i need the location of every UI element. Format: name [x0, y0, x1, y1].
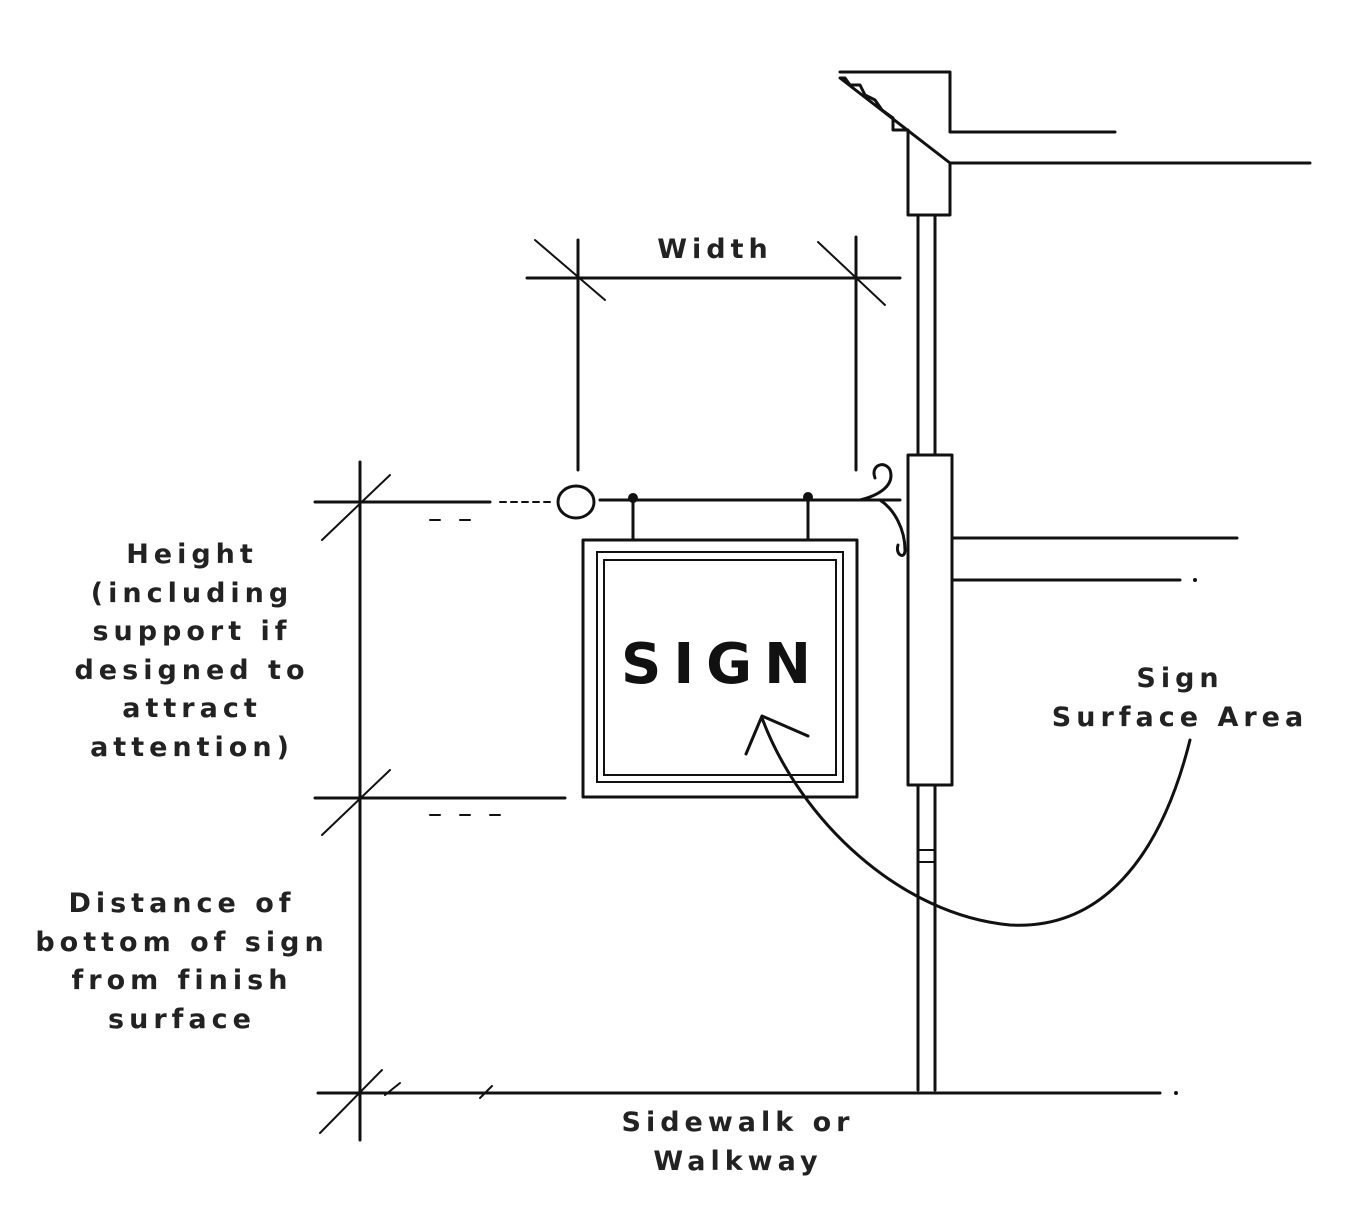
distance-label-line: from finish [72, 965, 293, 996]
distance-label-line: Distance of [68, 888, 295, 919]
height-label-line: support if [92, 616, 291, 647]
building-cornice [838, 70, 1312, 217]
width-label: Width [657, 234, 773, 265]
width-dimension: Width [525, 234, 902, 472]
distance-label-line: surface [108, 1004, 256, 1035]
surface-area-arrow [744, 714, 1192, 927]
height-label-line: Height [126, 539, 258, 570]
height-label-line: designed to [74, 655, 309, 686]
surface-label-line: Sign [1136, 663, 1223, 694]
sign-panel: SIGN [581, 538, 859, 799]
sign-text: SIGN [621, 632, 823, 697]
sign-post [906, 213, 954, 1092]
surface-area-label: Sign Surface Area [1052, 663, 1308, 733]
surface-label-line: Surface Area [1052, 702, 1308, 733]
ground-label: Sidewalk or Walkway [622, 1107, 855, 1177]
ground-label-line: Walkway [653, 1146, 822, 1177]
height-label-line: attention) [90, 732, 294, 763]
height-label-line: (including [91, 578, 293, 609]
height-label: Height (including support if designed to… [74, 539, 309, 763]
distance-label-line: bottom of sign [35, 927, 328, 958]
distance-label: Distance of bottom of sign from finish s… [35, 888, 328, 1035]
height-dimension [313, 460, 1178, 1142]
height-label-line: attract [122, 693, 261, 724]
building-wall [950, 536, 1239, 582]
sign-bracket [499, 463, 907, 557]
ground-label-line: Sidewalk or [622, 1107, 855, 1138]
